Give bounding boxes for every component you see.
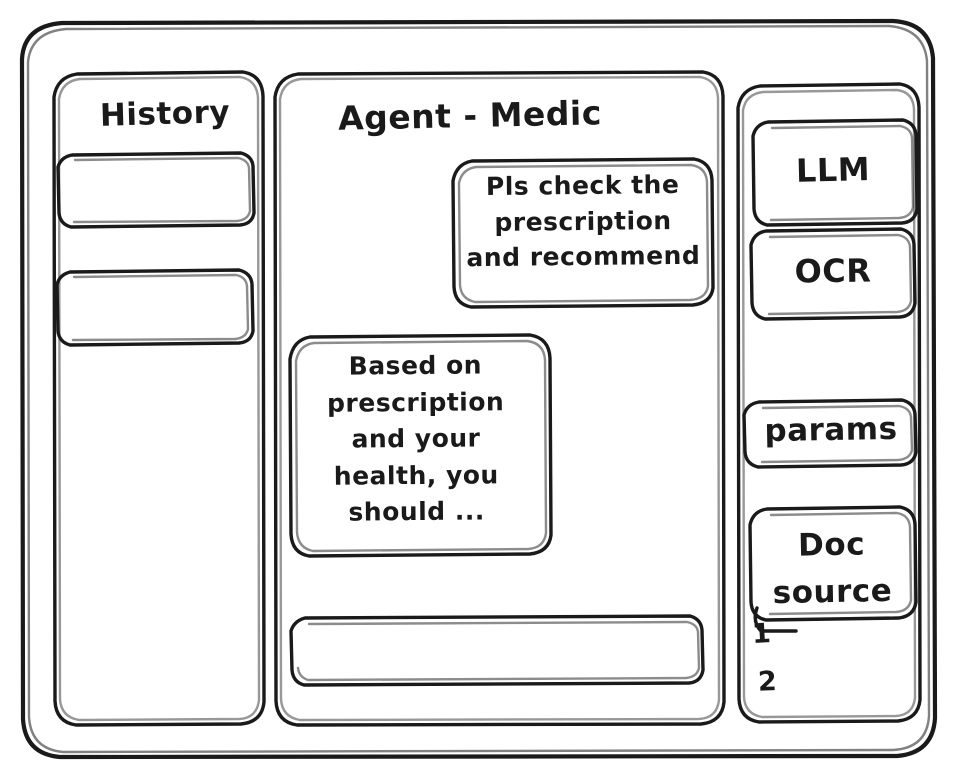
llm-button[interactable] (751, 118, 919, 227)
ocr-button-label: OCR (794, 251, 872, 291)
history-item-card-2[interactable] (55, 268, 255, 347)
app-window-frame (19, 18, 938, 760)
params-button[interactable] (742, 398, 918, 469)
history-item-card-1[interactable] (56, 151, 256, 229)
main-panel (273, 70, 726, 727)
llm-button-label: LLM (795, 150, 871, 190)
history-panel-title: History (99, 94, 231, 134)
doc-source-list-item-2[interactable]: 2 (757, 666, 778, 698)
ocr-button[interactable] (749, 227, 917, 321)
agent-message-bubble (288, 333, 553, 558)
user-message-text: Pls check the prescription and recommend (466, 169, 701, 273)
user-message-bubble (451, 157, 715, 309)
doc-source-list-item-1[interactable]: 1 (751, 618, 773, 651)
main-panel-title: Agent - Medic (337, 93, 603, 138)
history-panel (52, 70, 266, 727)
params-button-label: params (764, 410, 898, 450)
doc-source-card[interactable] (748, 505, 918, 622)
doc-source-connector (753, 606, 798, 633)
message-input-box[interactable] (289, 614, 705, 687)
tools-panel (736, 82, 922, 724)
doc-source-label: Doc source (772, 526, 893, 611)
agent-message-text: Based on prescription and your health, y… (326, 350, 505, 527)
